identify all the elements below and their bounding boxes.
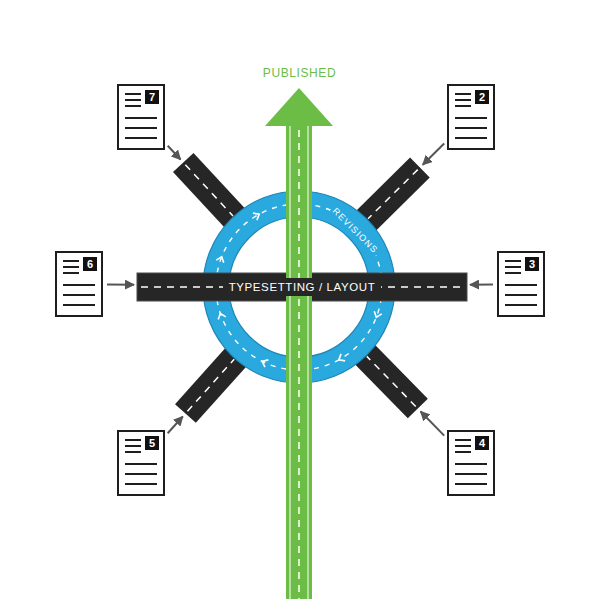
document-line [505, 260, 521, 262]
feeder-road [367, 167, 420, 220]
document-line [455, 117, 487, 119]
document-icon: 7 [117, 84, 165, 150]
callout-number: 7 [145, 90, 159, 104]
document-line [505, 294, 537, 296]
document-line [125, 99, 141, 101]
document-line [125, 137, 157, 139]
document-line [455, 451, 471, 453]
document-line [455, 463, 487, 465]
document-line [455, 127, 487, 129]
document-icon: 4 [447, 430, 495, 496]
document-line [63, 260, 79, 262]
feed-connector [107, 284, 134, 285]
feed-arrow [107, 283, 134, 285]
document-line [125, 473, 157, 475]
feeder-road [365, 355, 417, 409]
document-line [125, 483, 157, 485]
feed-connector [168, 358, 236, 434]
feed-connector [168, 146, 235, 218]
feed-connector [367, 144, 445, 221]
callout-number: 6 [83, 257, 97, 271]
document-line [455, 473, 487, 475]
feed-arrow [168, 146, 181, 160]
feeder-road [183, 162, 234, 217]
document-line [505, 266, 521, 268]
document-line [125, 451, 141, 453]
feed-arrow [423, 144, 444, 165]
feed-arrow [421, 411, 445, 435]
document-icon: 2 [447, 84, 495, 150]
callout-number: 2 [475, 90, 489, 104]
document-line [63, 272, 79, 274]
document-icon: 6 [55, 251, 103, 317]
published-label: PUBLISHED [0, 66, 599, 80]
document-line [63, 304, 95, 306]
feed-arrow [470, 283, 493, 285]
document-icon: 3 [497, 251, 545, 317]
document-line [505, 284, 537, 286]
published-arrow [265, 88, 333, 599]
document-line [455, 93, 471, 95]
feeder-road [185, 358, 235, 414]
road-centerline [187, 359, 234, 411]
document-line [63, 266, 79, 268]
road-centerline [368, 170, 418, 219]
document-line [125, 439, 141, 441]
road-centerline [367, 356, 416, 406]
document-line [505, 304, 537, 306]
road-label: TYPESETTING / LAYOUT [223, 278, 382, 296]
document-line [455, 99, 471, 101]
road-band: TYPESETTING / LAYOUT [137, 273, 467, 301]
callout-number: 4 [475, 436, 489, 450]
document-line [455, 137, 487, 139]
document-line [455, 445, 471, 447]
document-line [455, 105, 471, 107]
feed-connector [365, 355, 444, 436]
document-line [125, 445, 141, 447]
document-icon: 5 [117, 430, 165, 496]
document-line [125, 127, 157, 129]
document-line [63, 284, 95, 286]
document-line [63, 294, 95, 296]
ring-label: REVISIONS [328, 205, 381, 258]
feed-arrow [168, 416, 183, 433]
document-line [455, 439, 471, 441]
document-line [505, 272, 521, 274]
document-line [125, 463, 157, 465]
callout-number: 5 [145, 436, 159, 450]
document-line [125, 93, 141, 95]
document-line [125, 105, 141, 107]
feed-connector [470, 284, 493, 285]
callout-number: 3 [525, 257, 539, 271]
document-line [125, 117, 157, 119]
road-centerline [185, 165, 233, 216]
document-line [455, 483, 487, 485]
